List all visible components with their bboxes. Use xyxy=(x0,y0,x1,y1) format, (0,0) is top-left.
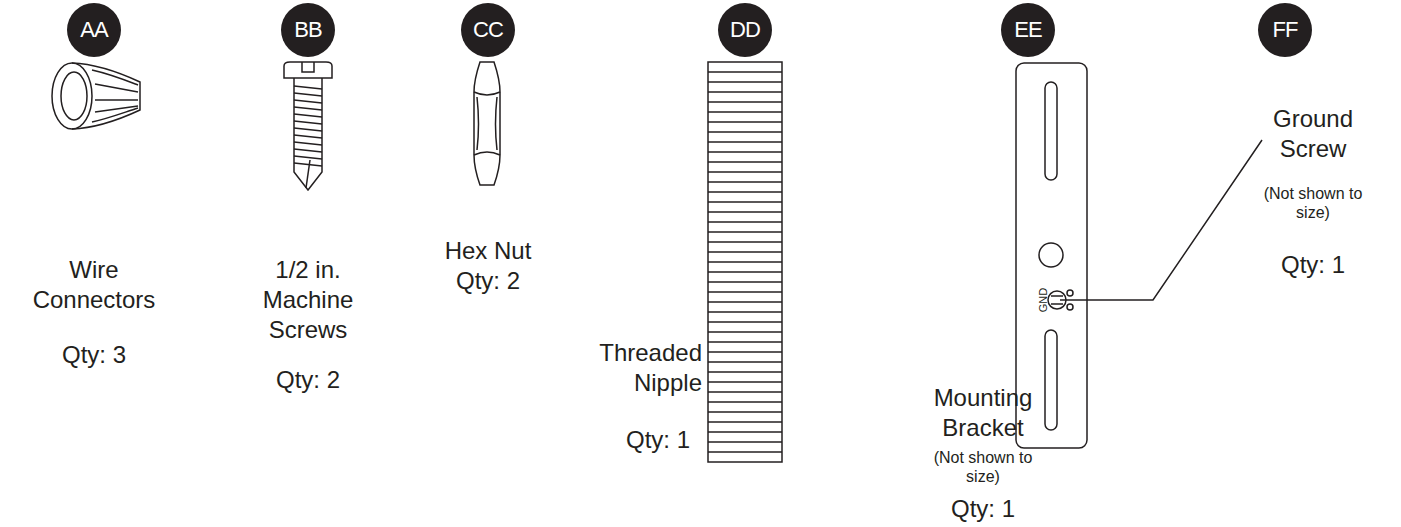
callout-circle: BB xyxy=(281,3,335,57)
thread-line xyxy=(708,111,782,113)
thread-line xyxy=(708,351,782,353)
thread-line xyxy=(294,163,322,166)
thread-line xyxy=(708,71,782,73)
thread-line xyxy=(294,107,322,110)
thread-line xyxy=(708,231,782,233)
callout-circle: EE xyxy=(1001,3,1055,57)
part-name: Ground Screw xyxy=(1258,104,1368,164)
thread-line xyxy=(708,241,782,243)
thread-line xyxy=(708,431,782,433)
thread-line xyxy=(708,131,782,133)
callout-circle: FF xyxy=(1258,3,1312,57)
thread-line xyxy=(708,301,782,303)
note: (Not shown to size) xyxy=(928,448,1038,486)
thread-line xyxy=(708,391,782,393)
thread-line xyxy=(294,149,322,152)
thread-line xyxy=(708,201,782,203)
thread-line xyxy=(708,211,782,213)
quantity: Qty: 1 xyxy=(923,494,1043,524)
part-name: Threaded Nipple xyxy=(577,338,702,398)
quantity: Qty: 1 xyxy=(598,425,718,455)
thread-line xyxy=(294,142,322,145)
thread-line xyxy=(708,421,782,423)
thread-line xyxy=(294,156,322,159)
wire-connector xyxy=(52,63,140,129)
thread-line xyxy=(294,121,322,124)
thread-line xyxy=(294,93,322,96)
callout-letter: EE xyxy=(1014,17,1041,43)
part-name: Hex Nut xyxy=(428,236,548,266)
quantity: Qty: 1 xyxy=(1253,250,1373,280)
thread-line xyxy=(294,135,322,138)
thread-line xyxy=(708,291,782,293)
thread-line xyxy=(708,261,782,263)
thread-line xyxy=(708,441,782,443)
thread-line xyxy=(708,81,782,83)
thread-line xyxy=(708,271,782,273)
callout-letter: CC xyxy=(473,17,503,43)
thread-line xyxy=(708,101,782,103)
callout-circle: AA xyxy=(67,3,121,57)
thread-line xyxy=(708,141,782,143)
thread-line xyxy=(708,151,782,153)
quantity: Qty: 3 xyxy=(34,340,154,370)
thread-line xyxy=(708,311,782,313)
threaded-nipple xyxy=(708,62,782,462)
ground-marking: GND xyxy=(1037,288,1049,312)
thread-line xyxy=(708,221,782,223)
machine-screw xyxy=(284,62,332,190)
thread-line xyxy=(708,411,782,413)
thread-line xyxy=(294,100,322,103)
callout-letter: AA xyxy=(80,17,107,43)
hex-nut xyxy=(474,62,500,185)
leader-line xyxy=(1060,140,1262,300)
quantity: Qty: 2 xyxy=(248,365,368,395)
thread-line xyxy=(708,161,782,163)
callout-letter: BB xyxy=(294,17,321,43)
thread-line xyxy=(708,341,782,343)
callout-circle: CC xyxy=(461,3,515,57)
part-name: Wire Connectors xyxy=(14,255,174,315)
part-name: 1/2 in. Machine Screws xyxy=(248,255,368,345)
thread-line xyxy=(708,181,782,183)
callout-circle: DD xyxy=(718,3,772,57)
callout-letter: FF xyxy=(1273,17,1298,43)
thread-line xyxy=(708,91,782,93)
thread-line xyxy=(708,371,782,373)
thread-line xyxy=(294,128,322,131)
thread-line xyxy=(708,321,782,323)
thread-line xyxy=(708,361,782,363)
note: (Not shown to size) xyxy=(1258,184,1368,222)
thread-line xyxy=(294,114,322,117)
thread-line xyxy=(708,331,782,333)
quantity: Qty: 2 xyxy=(428,266,548,296)
thread-line xyxy=(708,401,782,403)
part-name: Mounting Bracket xyxy=(923,383,1043,443)
thread-line xyxy=(708,451,782,453)
thread-line xyxy=(708,281,782,283)
thread-line xyxy=(708,171,782,173)
thread-line xyxy=(294,86,322,89)
thread-line xyxy=(708,251,782,253)
thread-line xyxy=(708,191,782,193)
thread-line xyxy=(708,381,782,383)
thread-line xyxy=(708,121,782,123)
callout-letter: DD xyxy=(730,17,760,43)
